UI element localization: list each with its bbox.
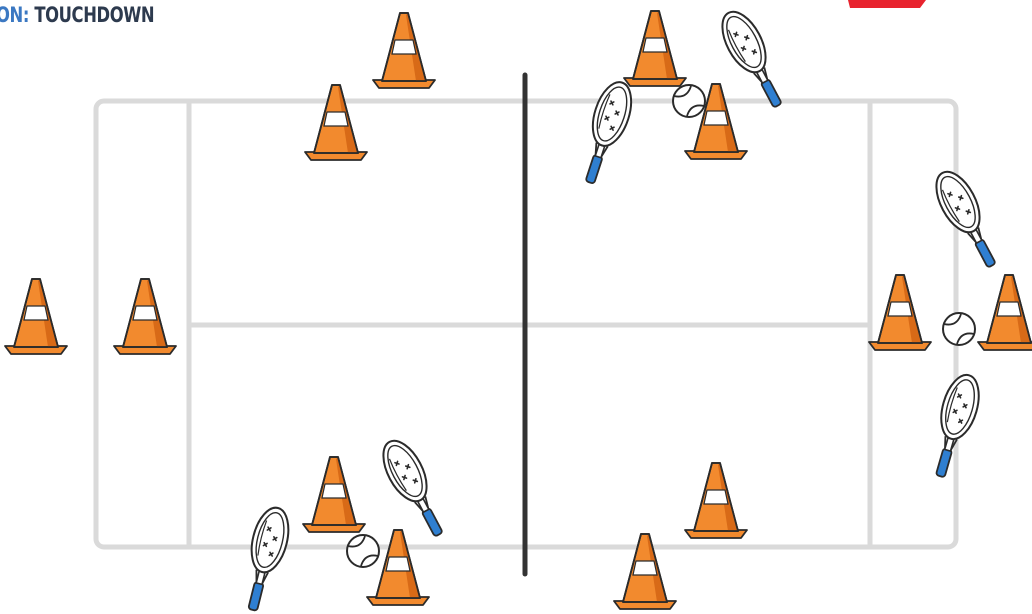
tennis-racket-icon — [236, 504, 294, 614]
traffic-cone-icon — [978, 275, 1032, 350]
traffic-cone-icon — [303, 457, 365, 532]
traffic-cone-icon — [869, 275, 931, 350]
traffic-cone-icon — [305, 85, 367, 160]
tennis-racket-icon — [574, 77, 639, 187]
tennis-ball-icon — [347, 535, 379, 567]
traffic-cone-icon — [373, 13, 435, 88]
traffic-cone-icon — [685, 463, 747, 538]
traffic-cone-icon — [114, 279, 176, 354]
tennis-ball-icon — [943, 313, 975, 345]
tennis-racket-icon — [713, 5, 792, 114]
corner-banner — [848, 0, 926, 8]
traffic-cone-icon — [624, 11, 686, 86]
tennis-racket-icon — [927, 165, 1006, 274]
tennis-ball-icon — [673, 85, 705, 117]
tennis-racket-icon — [374, 434, 453, 543]
traffic-cone-icon — [5, 279, 67, 354]
